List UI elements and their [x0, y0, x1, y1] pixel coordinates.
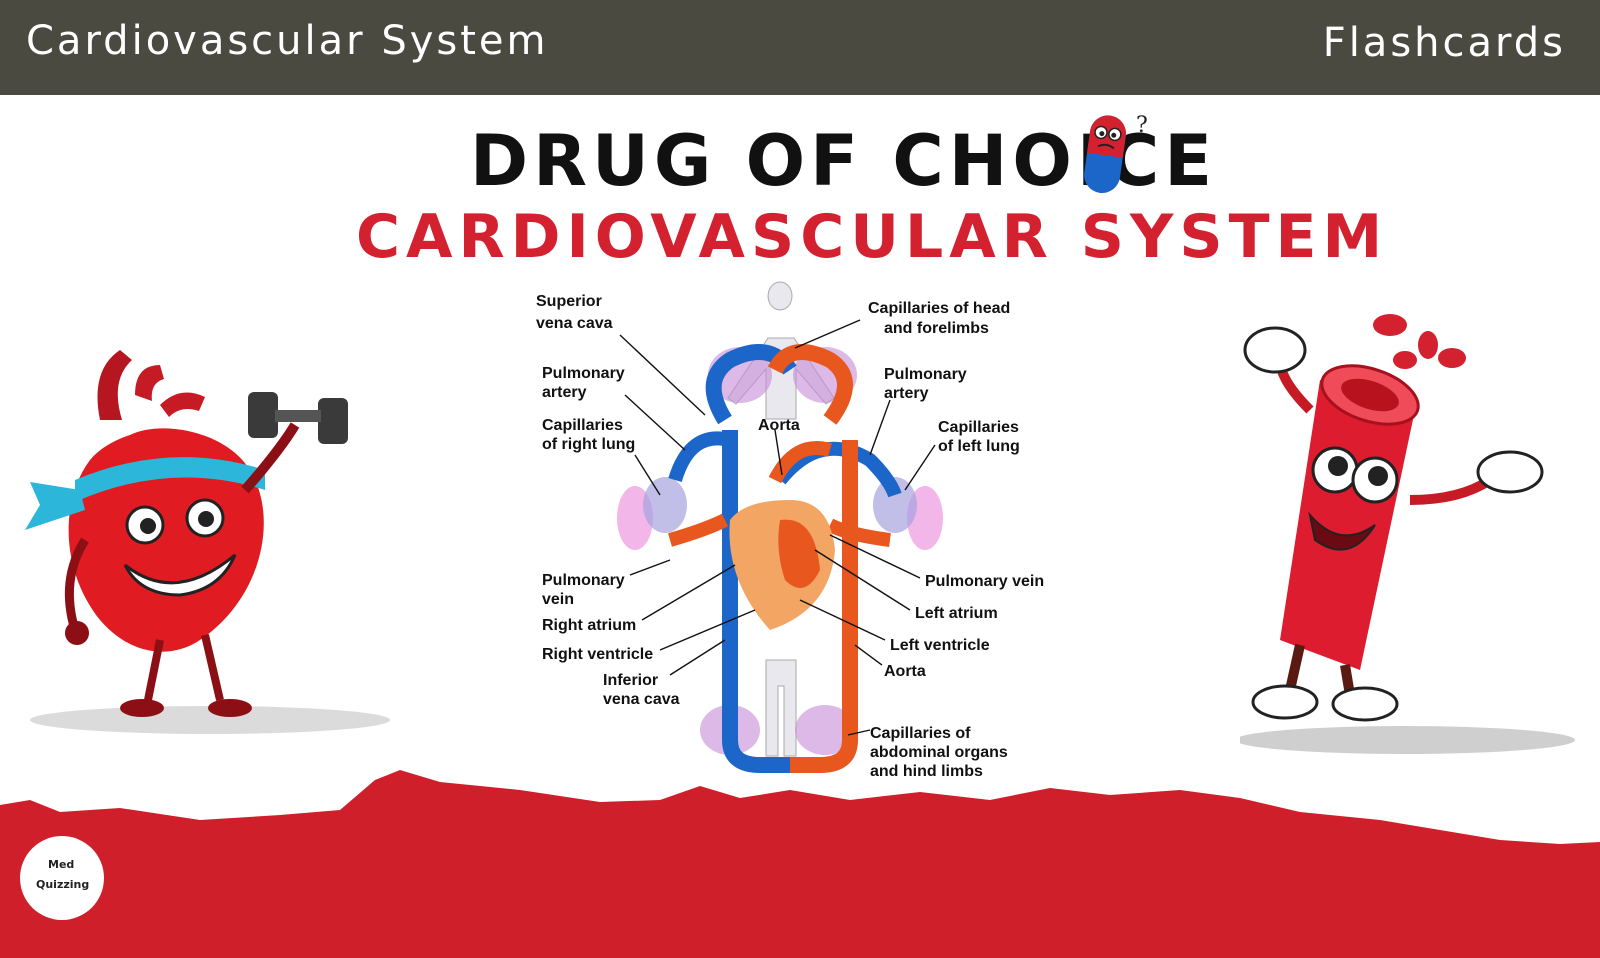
label-ivc-1: Inferior — [603, 672, 658, 689]
medquizzing-logo: Med Quizzing — [20, 836, 104, 920]
label-cap-abd-2: abdominal organs — [870, 744, 1008, 761]
label-svc-2: vena cava — [536, 315, 613, 332]
banner-subtitle: CARDIOVASCULAR SYSTEM — [356, 202, 1389, 272]
header-title: Cardiovascular System — [26, 18, 549, 64]
svg-text:Right ventricle: Right ventricle — [542, 646, 653, 663]
label-pv-left-1: Pulmonary — [542, 572, 625, 589]
label-pv-right: Pulmonary vein — [925, 573, 1044, 590]
label-cap-left-lung-1: Capillaries — [938, 419, 1019, 436]
svg-text:Capillaries: Capillaries — [542, 417, 623, 434]
label-cap-abd-3: and hind limbs — [870, 763, 983, 780]
svg-text:Left atrium: Left atrium — [915, 605, 998, 622]
label-cap-abd-1: Capillaries of — [870, 725, 971, 742]
svg-text:abdominal organs: abdominal organs — [870, 744, 1008, 761]
label-pa-right-2: artery — [884, 385, 929, 402]
svg-text:Pulmonary: Pulmonary — [884, 366, 967, 383]
svg-text:Superior: Superior — [536, 293, 602, 310]
label-cap-head-1: Capillaries of head — [868, 300, 1010, 317]
pill-character-icon: ? — [1084, 113, 1148, 194]
label-pv-left-2: vein — [542, 591, 574, 608]
svg-text:Inferior: Inferior — [603, 672, 658, 689]
header-section: Flashcards — [1322, 20, 1566, 66]
svg-text:Pulmonary vein: Pulmonary vein — [925, 573, 1044, 590]
svg-text:Aorta: Aorta — [758, 417, 800, 434]
svg-text:vena cava: vena cava — [603, 691, 680, 708]
label-left-ventricle: Left ventricle — [890, 637, 990, 654]
circulatory-diagram: Superior vena cava Pulmonary artery Capi… — [536, 281, 1044, 780]
label-ivc-2: vena cava — [603, 691, 680, 708]
label-cap-right-lung-2: of right lung — [542, 436, 635, 453]
heart-mascot-icon — [25, 350, 390, 734]
svg-text:Aorta: Aorta — [884, 663, 926, 680]
svg-text:Capillaries of: Capillaries of — [870, 725, 971, 742]
blood-vessel-mascot-icon — [1240, 314, 1575, 754]
pill-question-mark: ? — [1136, 113, 1148, 138]
svg-text:of left lung: of left lung — [938, 438, 1020, 455]
svg-text:Pulmonary: Pulmonary — [542, 365, 625, 382]
svg-text:and forelimbs: and forelimbs — [884, 320, 989, 337]
svg-text:Right atrium: Right atrium — [542, 617, 636, 634]
svg-text:Capillaries of head: Capillaries of head — [868, 300, 1010, 317]
logo-line-2: Quizzing — [36, 878, 90, 891]
label-cap-left-lung-2: of left lung — [938, 438, 1020, 455]
red-ground-wave — [0, 770, 1600, 958]
svg-text:Left ventricle: Left ventricle — [890, 637, 990, 654]
label-pa-right-1: Pulmonary — [884, 366, 967, 383]
svg-text:of right lung: of right lung — [542, 436, 635, 453]
label-pa-left-1: Pulmonary — [542, 365, 625, 382]
label-right-atrium: Right atrium — [542, 617, 636, 634]
svg-text:Capillaries: Capillaries — [938, 419, 1019, 436]
svg-text:artery: artery — [884, 385, 929, 402]
label-right-ventricle: Right ventricle — [542, 646, 653, 663]
label-pa-left-2: artery — [542, 384, 587, 401]
svg-text:vena cava: vena cava — [536, 315, 613, 332]
header-bar: Cardiovascular System Flashcards — [0, 0, 1600, 95]
label-left-atrium: Left atrium — [915, 605, 998, 622]
label-aorta-bottom: Aorta — [884, 663, 926, 680]
svg-text:vein: vein — [542, 591, 574, 608]
label-aorta-top: Aorta — [758, 417, 800, 434]
svg-text:artery: artery — [542, 384, 587, 401]
logo-line-1: Med — [48, 858, 75, 871]
svg-text:Pulmonary: Pulmonary — [542, 572, 625, 589]
label-cap-head-2: and forelimbs — [884, 320, 989, 337]
svg-text:and hind limbs: and hind limbs — [870, 763, 983, 780]
label-svc-1: Superior — [536, 293, 602, 310]
label-cap-right-lung-1: Capillaries — [542, 417, 623, 434]
